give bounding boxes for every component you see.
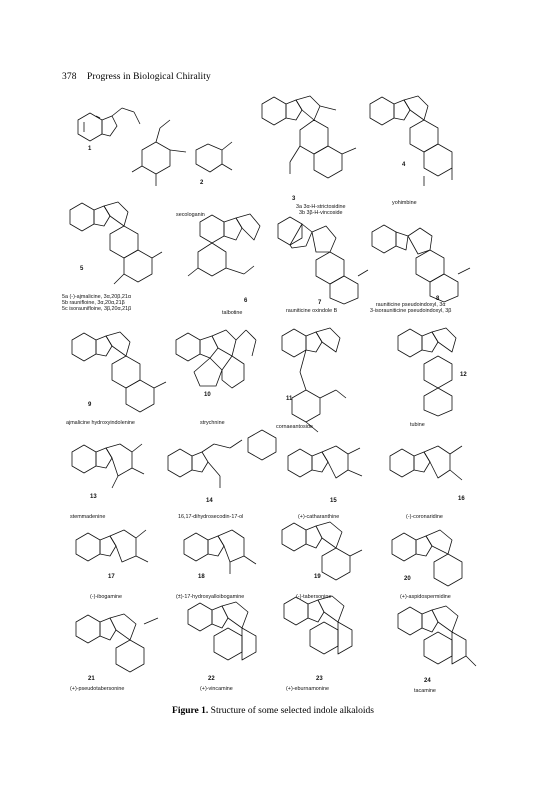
compound-number: 18 (198, 574, 205, 580)
structure-18 (183, 529, 257, 574)
structure-12 (397, 327, 457, 417)
caption-text: Structure of some selected indole alkalo… (210, 706, 374, 716)
structure-4 (369, 95, 453, 186)
compound-number: 11 (286, 396, 293, 402)
structure-6 (187, 213, 261, 277)
structure-23 (283, 595, 353, 655)
compound-name: 3a 3α-H-strictosidine 3b 3β-H-vincoside (296, 204, 346, 216)
structure-17 (75, 529, 149, 563)
compound-name: ajmalicine hydroxyindolenine (66, 420, 135, 426)
compound-name: (+)-aspidospermidine (400, 594, 451, 600)
structure-16 (389, 445, 463, 481)
structure-14 (167, 429, 277, 488)
page-number: 378 (62, 72, 77, 82)
structure-10 (175, 329, 257, 389)
compound-number: 20 (404, 576, 411, 582)
compound-name: 5a (-)-ajmalicine, 3α,20β,21α 5b raunifl… (62, 294, 132, 312)
compound-number: 24 (424, 678, 431, 684)
structure-11 (281, 327, 347, 433)
compound-name: yohimbine (392, 200, 417, 206)
compound-name: stemmadenine (70, 514, 106, 520)
structure-24 (397, 605, 477, 667)
compound-number: 16 (458, 496, 465, 502)
compound-number: 5 (80, 266, 84, 272)
running-title: Progress in Biological Chirality (87, 72, 211, 82)
compound-number: 3 (292, 196, 296, 202)
structure-5 (69, 201, 163, 285)
compound-name: 16,17-dihydrosecodin-17-ol (178, 514, 244, 520)
compound-name: (+)-catharanthine (298, 514, 340, 520)
compound-number: 2 (200, 180, 204, 186)
structure-20 (391, 529, 463, 587)
compound-name: rauniticine oxindole B (286, 308, 338, 314)
compound-number: 4 (402, 162, 406, 168)
compound-number: 22 (208, 676, 215, 682)
structure-7 (277, 216, 369, 305)
compound-name: (+)-vincamine (200, 686, 233, 692)
structure-15 (287, 445, 363, 479)
compound-name: (-)-tabersonine (296, 594, 332, 600)
compound-name: cornaeantoside (276, 424, 313, 430)
compound-number: 15 (330, 498, 337, 504)
compound-number: 1 (88, 146, 92, 152)
compound-number: 8 (436, 296, 440, 302)
compound-name: strychnine (200, 420, 225, 426)
compound-name: (-)-ibogamine (90, 594, 123, 600)
compound-name: tubine (410, 422, 425, 428)
compound-name: (±)-17-hydroxyalloibogamine (176, 594, 245, 600)
compound-number: 10 (204, 392, 211, 398)
structure-2 (131, 119, 233, 186)
compound-number: 12 (460, 372, 467, 378)
compound-name: secologanin (176, 212, 205, 218)
caption-label: Figure 1. (172, 706, 209, 716)
compound-number: 13 (90, 494, 97, 500)
structure-22 (187, 601, 257, 661)
compound-number: 21 (88, 676, 95, 682)
figure-caption: Figure 1. Structure of some selected ind… (0, 706, 546, 716)
compound-name: tacamine (414, 688, 436, 694)
structure-9 (71, 331, 167, 413)
compound-number: 23 (316, 676, 323, 682)
structure-13 (71, 443, 145, 489)
compound-number: 7 (318, 300, 322, 306)
structure-1 (77, 107, 141, 142)
compound-number: 17 (108, 574, 115, 580)
structure-19 (281, 521, 363, 581)
compound-name: rauniticine pseudoindoxyl, 3α 3-isorauni… (370, 302, 452, 314)
compound-name: talbotine (222, 310, 243, 316)
compound-number: 6 (244, 298, 248, 304)
compound-number: 19 (314, 574, 321, 580)
running-header: 378 Progress in Biological Chirality (62, 72, 211, 82)
compound-number: 14 (206, 498, 213, 504)
structure-21 (75, 613, 159, 673)
structure-3 (261, 95, 357, 179)
compound-number: 9 (88, 402, 92, 408)
compound-name: (+)-pseudotabersonine (70, 686, 125, 692)
compound-name: (-)-coronaridine (406, 514, 443, 520)
compound-name: (+)-eburnamonine (286, 686, 329, 692)
structure-8 (371, 224, 471, 303)
